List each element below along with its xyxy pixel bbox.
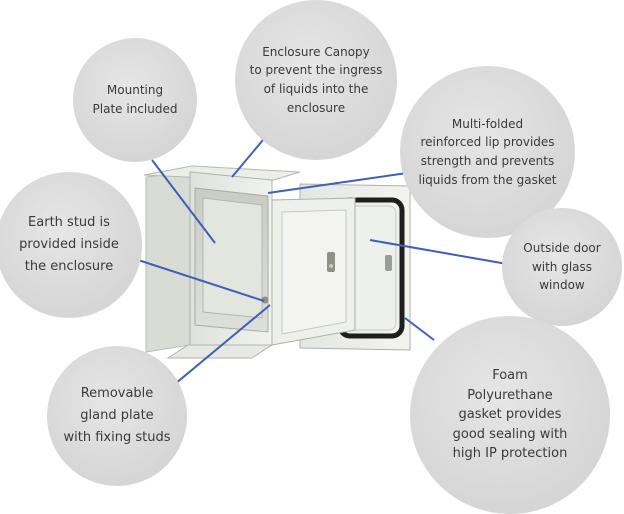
callout-mounting-plate-text: Mounting Plate included <box>92 83 178 116</box>
callout-outside-door-text: Outside door with glass window <box>523 241 601 293</box>
callout-reinforced-lip-text: Multi-folded reinforced lip provides str… <box>418 116 557 187</box>
leader-lines <box>131 121 508 385</box>
inner-door-lock <box>327 252 335 272</box>
leader-reinforced-lip <box>267 171 415 194</box>
leader-gland-plate <box>174 304 271 385</box>
callout-reinforced-lip: Multi-folded reinforced lip provides str… <box>400 66 575 238</box>
callout-outside-door: Outside door with glass window <box>502 208 622 326</box>
callout-canopy: Enclosure Canopy to prevent the ingress … <box>235 0 397 160</box>
callout-earth-stud: Earth stud is provided inside the enclos… <box>0 172 142 318</box>
callout-foam-gasket-text: Foam Polyurethane gasket provides good s… <box>452 368 568 462</box>
leader-outside-door <box>369 239 508 265</box>
leader-foam-gasket <box>404 317 435 341</box>
leader-mounting-plate <box>151 159 216 244</box>
inner-door-lock-key <box>329 264 333 268</box>
enclosure-illustration <box>143 165 411 359</box>
gland-plate <box>166 344 274 359</box>
callout-gland-plate-text: Removable gland plate with fixing studs <box>63 385 171 446</box>
callout-canopy-text: Enclosure Canopy to prevent the ingress … <box>249 44 383 115</box>
callout-earth-stud-text: Earth stud is provided inside the enclos… <box>19 214 119 275</box>
inner-door-panel <box>281 209 347 335</box>
outer-door-lock <box>385 255 392 271</box>
leader-earth-stud <box>131 257 265 302</box>
callout-foam-gasket: Foam Polyurethane gasket provides good s… <box>410 316 610 514</box>
callout-mounting-plate: Mounting Plate included <box>73 38 197 162</box>
mounting-plate <box>202 197 263 319</box>
callout-gland-plate: Removable gland plate with fixing studs <box>47 346 187 486</box>
